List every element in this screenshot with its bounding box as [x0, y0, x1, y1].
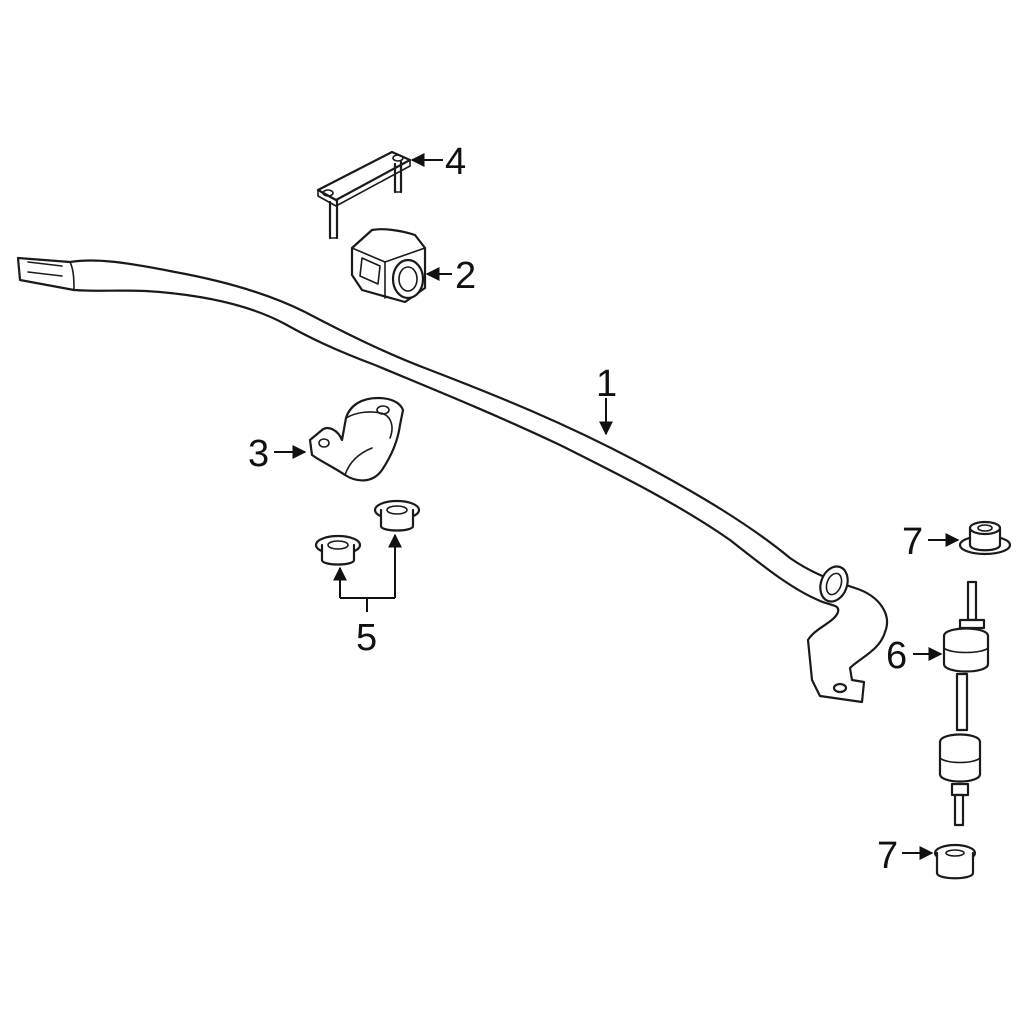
- callout-6: 6: [886, 635, 907, 677]
- callout-4: 4: [445, 141, 466, 183]
- bracket-nut-right: [373, 499, 421, 532]
- stabilizer-link: [938, 580, 990, 827]
- stabilizer-bar: [16, 256, 889, 704]
- callout-3: 3: [248, 433, 269, 475]
- callout-7-bottom: 7: [877, 835, 898, 877]
- callout-7-top: 7: [902, 521, 923, 563]
- callout-1: 1: [596, 363, 617, 405]
- bushing-bracket: [308, 396, 405, 482]
- stabilizer-bushing: [350, 228, 427, 304]
- callout-2: 2: [455, 255, 476, 297]
- stud-plate: [316, 150, 412, 240]
- callout-5: 5: [356, 617, 377, 659]
- leader-lines: [274, 153, 960, 860]
- link-nut-bottom: [933, 843, 977, 880]
- bracket-nut-left: [314, 534, 362, 566]
- link-nut-top: [958, 520, 1012, 556]
